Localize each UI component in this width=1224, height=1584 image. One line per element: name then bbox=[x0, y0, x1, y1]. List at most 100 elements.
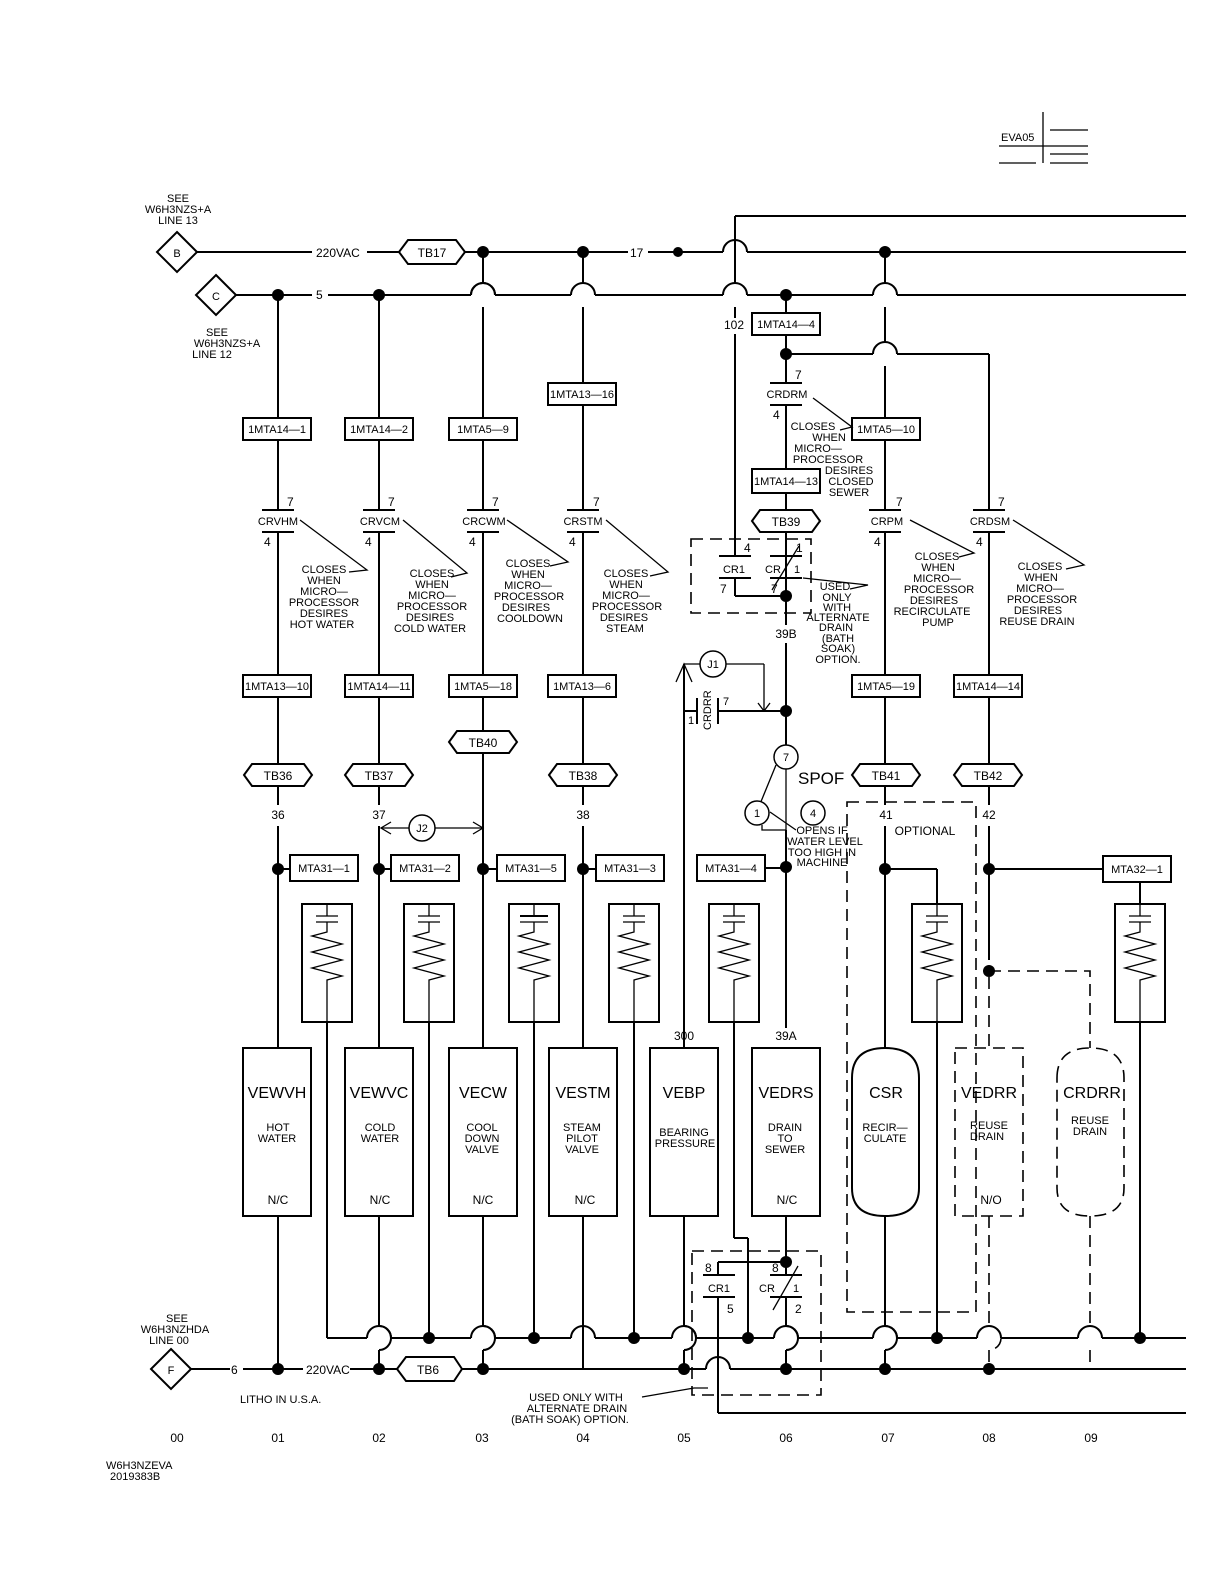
supply-top-label: 220VAC bbox=[316, 246, 360, 260]
rung-04-note-6: STEAM bbox=[606, 623, 644, 635]
cr1-bottom-note-1: USED ONLY WITH bbox=[529, 1392, 623, 1404]
rung-09-valve: CRDRR bbox=[1063, 1085, 1121, 1102]
rung-02: 1MTA14—2 7 CRVCM 4 CLOSES WHEN MICRO— PR… bbox=[343, 295, 469, 1375]
rung-07-note-5: DESIRES bbox=[910, 595, 958, 607]
spof-note-1: OPENS IF bbox=[796, 825, 848, 837]
cr1-top-p7: 7 bbox=[720, 582, 727, 596]
rung-07-tb: TB41 bbox=[872, 769, 901, 783]
cr1-top-assembly: 4 CR1 7 1 CR 1 7 USED ONLY WITH ALTERNAT… bbox=[690, 538, 870, 666]
rung-03-note-3: MICRO— bbox=[504, 580, 552, 592]
rung-07-relay: CRPM bbox=[871, 516, 903, 528]
crdrr-p1: 1 bbox=[688, 715, 694, 727]
rung-01-note-6: HOT WATER bbox=[290, 619, 355, 631]
rung-02-state: N/C bbox=[370, 1193, 391, 1207]
rung-04-note-2: WHEN bbox=[609, 579, 643, 591]
cr1-top-a: CR1 bbox=[723, 564, 745, 576]
rung-08-state: N/O bbox=[980, 1193, 1001, 1207]
drawing-number: 2019383B bbox=[110, 1471, 160, 1483]
rung-03-desc-1: COOL bbox=[466, 1122, 497, 1134]
rung-03-note-5: DESIRES bbox=[502, 602, 550, 614]
rung-01-note-5: DESIRES bbox=[300, 608, 348, 620]
connector-f-ref-1: SEE bbox=[166, 1313, 188, 1325]
wire-6-label: 6 bbox=[231, 1363, 238, 1377]
connector-c-ref-2: W6H3NZS+A bbox=[194, 338, 261, 350]
rung-04-note-4: PROCESSOR bbox=[592, 601, 662, 613]
rung-06-wire-39a: 39A bbox=[775, 1029, 796, 1043]
rung-06-note-7: SEWER bbox=[829, 487, 869, 499]
rung-08: 7 CRDSM 4 CLOSES WHEN MICRO— PROCESSOR D… bbox=[952, 495, 1172, 1375]
cr1-top-note-1: USED bbox=[820, 581, 851, 593]
rung-03-note-2: WHEN bbox=[511, 569, 545, 581]
spof-c4: 4 bbox=[810, 808, 816, 820]
rung-06-mid-terminal: 1MTA14—13 bbox=[754, 476, 818, 488]
rung-08-coil-terminal: MTA32—1 bbox=[1111, 864, 1163, 876]
rung-08-pin-top: 7 bbox=[998, 495, 1005, 509]
rung-03-tb: TB40 bbox=[469, 736, 498, 750]
cr1-top-note-2: ONLY bbox=[822, 592, 852, 604]
line-numbers: 00 01 02 03 04 05 06 07 08 09 bbox=[170, 1431, 1098, 1445]
rung-06-top-terminal: 1MTA14—4 bbox=[757, 319, 815, 331]
suppressor-02 bbox=[403, 903, 455, 1344]
suppressor-06 bbox=[708, 903, 760, 1344]
cr1-bottom-assembly: 8 CR1 5 8 CR 1 2 USED ONLY WITH ALTERNAT… bbox=[511, 1250, 822, 1426]
rung-03-note-1: CLOSES bbox=[506, 558, 551, 570]
supply-bottom-label: 220VAC bbox=[306, 1363, 350, 1377]
jumper-j2: J2 bbox=[379, 814, 485, 842]
rung-04: 1MTA13—16 7 CRSTM 4 CLOSES WHEN MICRO— P… bbox=[547, 252, 670, 1369]
rung-06-note-3: MICRO— bbox=[794, 443, 842, 455]
cr1-bottom-b: CR bbox=[759, 1283, 775, 1295]
rung-06-note-4: PROCESSOR bbox=[793, 454, 863, 466]
spof-float-switch: 7 SPOF 1 4 OPENS IF WATER LEVEL TOO HIGH… bbox=[744, 744, 863, 869]
rung-06-valve: VEDRS bbox=[758, 1085, 813, 1102]
spof-label: SPOF bbox=[798, 769, 844, 788]
rung-08-note-3: MICRO— bbox=[1016, 583, 1064, 595]
rung-04-note-1: CLOSES bbox=[604, 568, 649, 580]
rung-08-tb: TB42 bbox=[974, 769, 1003, 783]
rung-09-desc-1: REUSE bbox=[1071, 1115, 1109, 1127]
rung-08-wire: 42 bbox=[982, 808, 996, 822]
bottom-bus: 6 220VAC bbox=[191, 1325, 1186, 1414]
cr1-bottom-b-sub: 1 bbox=[793, 1283, 799, 1295]
crdrr-contact-label: CRDRR bbox=[702, 690, 714, 730]
rung-07-pin-bottom: 4 bbox=[874, 535, 881, 549]
rung-04-mid-terminal: 1MTA13—6 bbox=[553, 681, 611, 693]
rung-01-note-3: MICRO— bbox=[300, 586, 348, 598]
rung-08-desc-1: REUSE bbox=[970, 1120, 1008, 1132]
spof-c1: 1 bbox=[754, 808, 760, 820]
tb17-label: TB17 bbox=[418, 246, 447, 260]
rung-01-pin-top: 7 bbox=[287, 495, 294, 509]
terminal-block-tb6: TB6 bbox=[395, 1356, 464, 1382]
rung-04-tb: TB38 bbox=[569, 769, 598, 783]
rung-08-relay: CRDSM bbox=[970, 516, 1010, 528]
cr1-bottom-note-2: ALTERNATE DRAIN bbox=[527, 1403, 627, 1415]
rung-04-pin-top: 7 bbox=[593, 495, 600, 509]
rung-08-note-4: PROCESSOR bbox=[1007, 594, 1077, 606]
rung-08-valve: VEDRR bbox=[961, 1085, 1017, 1102]
rung-09: CRDRR REUSE DRAIN bbox=[1056, 1047, 1125, 1369]
rung-04-note-3: MICRO— bbox=[602, 590, 650, 602]
rung-07-valve: CSR bbox=[869, 1085, 903, 1102]
rung-04-wire: 38 bbox=[576, 808, 590, 822]
rung-02-note-6: COLD WATER bbox=[394, 623, 466, 635]
rung-07-desc-2: CULATE bbox=[864, 1133, 907, 1145]
rung-03-desc-3: VALVE bbox=[465, 1144, 499, 1156]
rung-02-desc-1: COLD bbox=[365, 1122, 396, 1134]
rung-08-note-2: WHEN bbox=[1024, 572, 1058, 584]
connector-b-ref-1: SEE bbox=[167, 193, 189, 205]
rung-01-desc-1: HOT bbox=[266, 1122, 290, 1134]
cr1-bottom-p5: 5 bbox=[727, 1302, 734, 1316]
connector-f-ref-3: LINE 00 bbox=[149, 1335, 189, 1347]
rung-07-note-4: PROCESSOR bbox=[904, 584, 974, 596]
cr1-top-note-6: (BATH bbox=[822, 633, 854, 645]
spof-note-3: TOO HIGH IN bbox=[788, 847, 856, 859]
rung-02-coil-terminal: MTA31—2 bbox=[399, 863, 451, 875]
cr1-top-note-4: ALTERNATE bbox=[806, 612, 869, 624]
rung-06-coil-terminal: MTA31—4 bbox=[705, 863, 757, 875]
spof-note-2: WATER LEVEL bbox=[787, 836, 863, 848]
crdrr-p7: 7 bbox=[723, 696, 729, 708]
line-number-05: 05 bbox=[677, 1431, 691, 1445]
drawing-code: W6H3NZEVA bbox=[106, 1460, 173, 1472]
cr1-bottom-p8b: 8 bbox=[772, 1261, 779, 1275]
connector-f-ref-2: W6H3NZHDA bbox=[141, 1324, 210, 1336]
rung-03-note-6: COOLDOWN bbox=[497, 613, 563, 625]
